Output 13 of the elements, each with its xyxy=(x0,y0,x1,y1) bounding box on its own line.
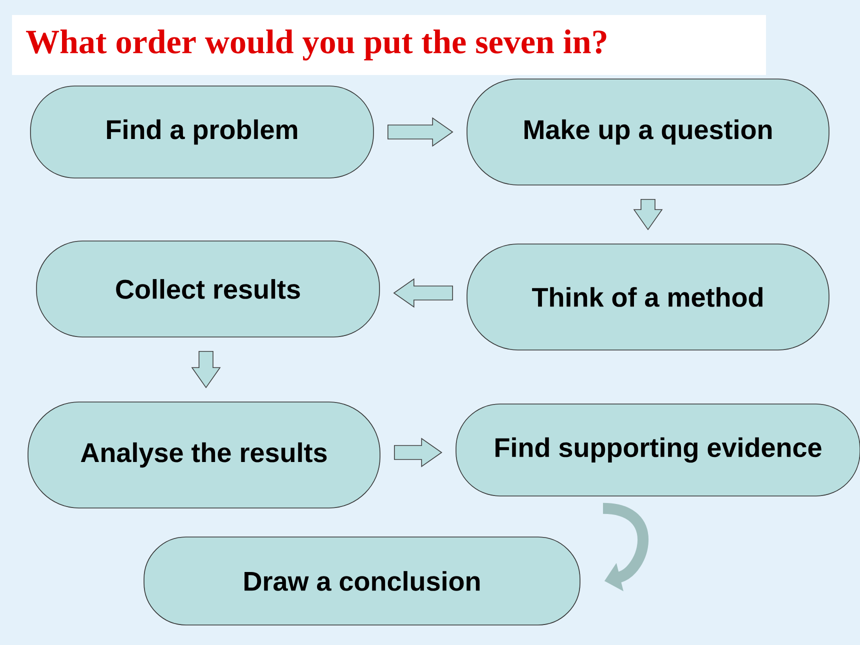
block-arrow xyxy=(633,199,663,230)
block-arrow xyxy=(393,278,453,308)
process-capsule: Analyse the results xyxy=(28,402,380,508)
block-arrow xyxy=(191,351,221,388)
process-capsule: Draw a conclusion xyxy=(144,536,580,626)
process-capsule: Make up a question xyxy=(466,78,830,186)
process-capsule: Think of a method xyxy=(466,244,830,350)
process-capsule: Find supporting evidence xyxy=(456,404,860,496)
title-banner: What order would you put the seven in? xyxy=(12,15,766,75)
process-capsule: Find a problem xyxy=(30,86,374,178)
process-capsule: Collect results xyxy=(36,240,380,338)
block-arrow xyxy=(388,117,454,147)
block-arrow xyxy=(394,438,442,468)
